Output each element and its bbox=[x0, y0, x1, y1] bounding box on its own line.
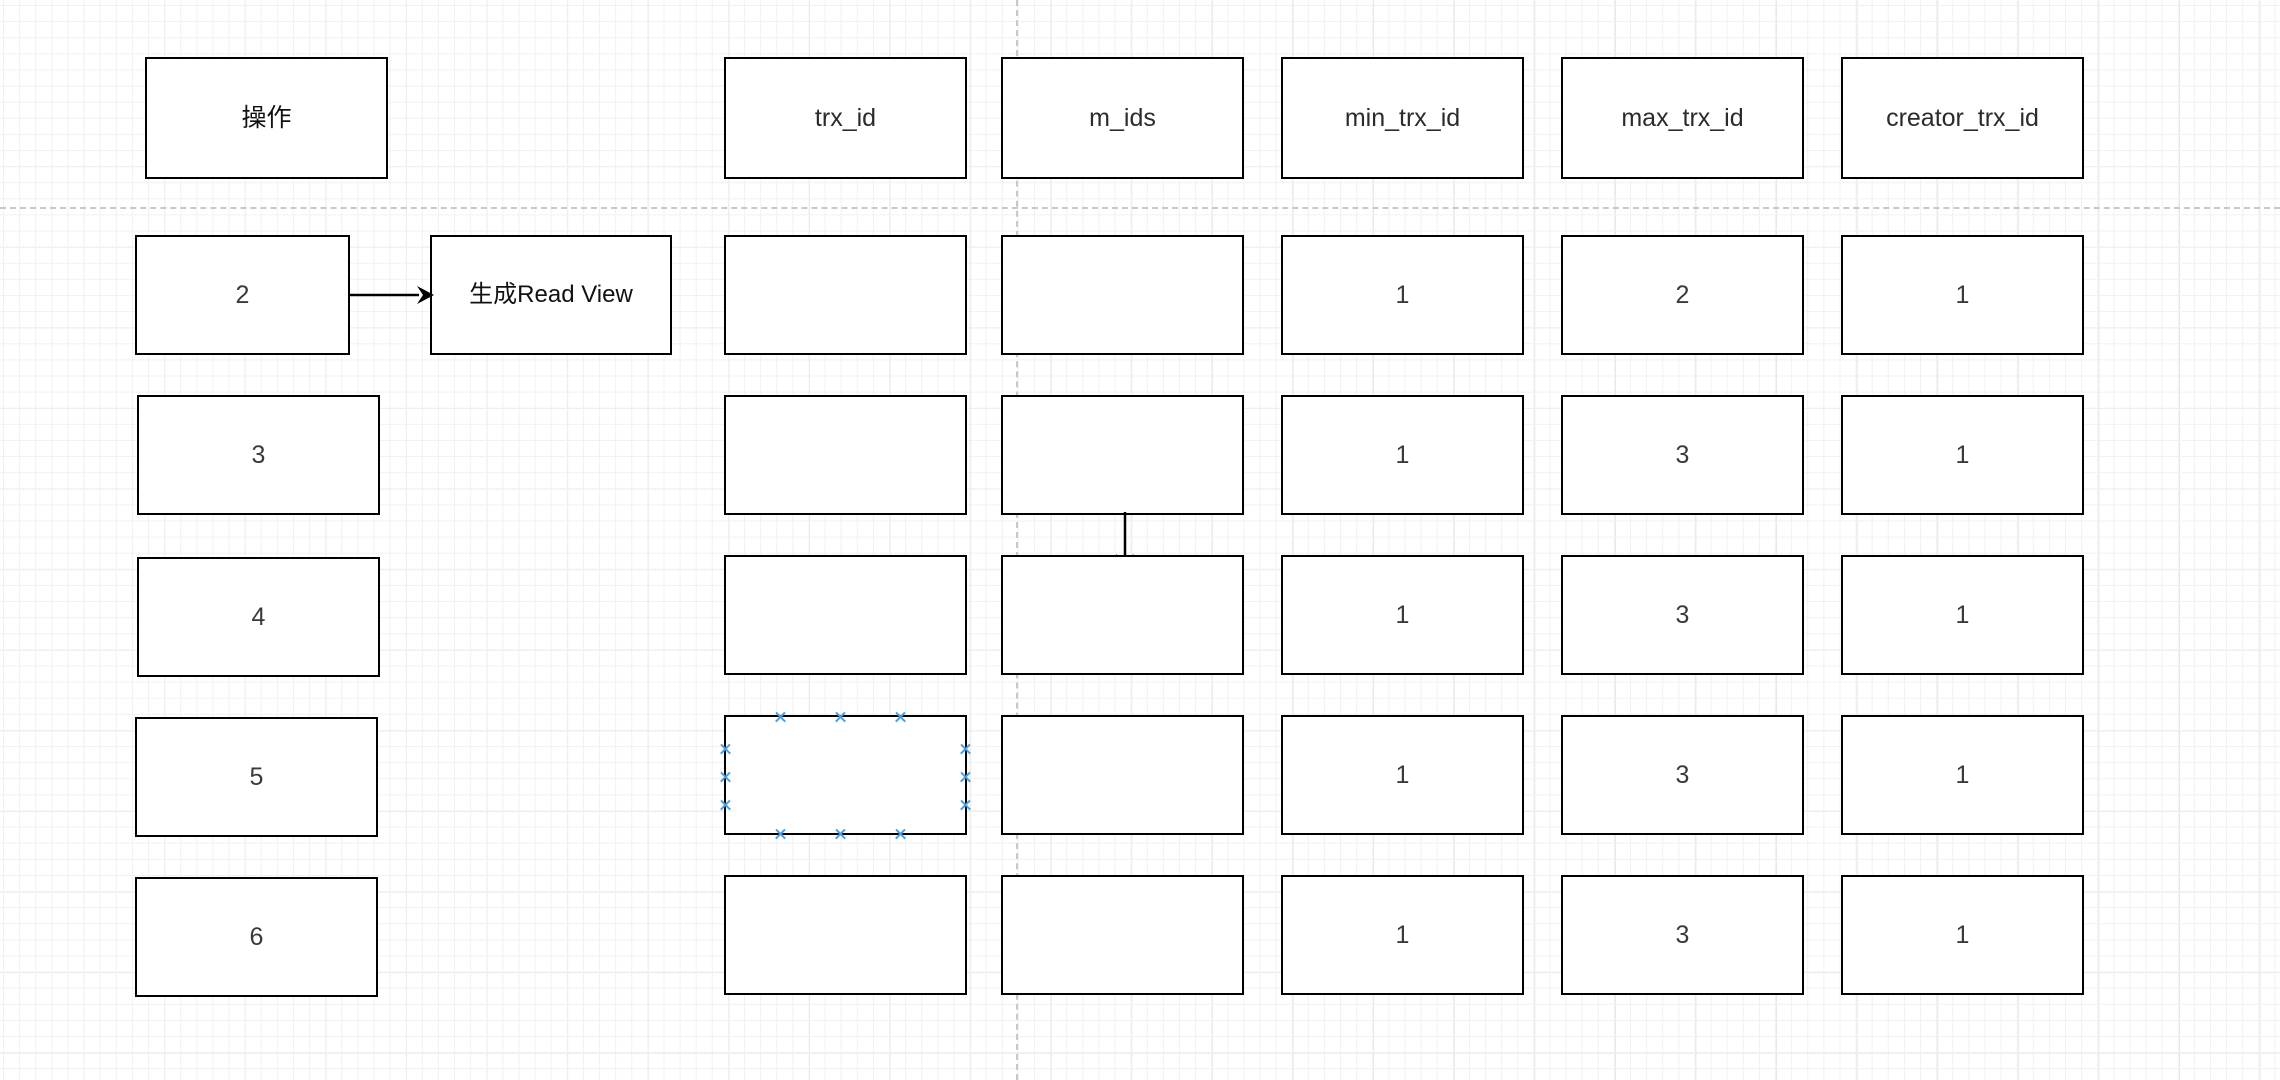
connection-point-top-right[interactable] bbox=[894, 710, 907, 723]
header-max-trx-id[interactable]: max_trx_id bbox=[1561, 57, 1804, 179]
trx-id-cell-row3[interactable] bbox=[724, 555, 967, 675]
connection-point-left-top[interactable] bbox=[719, 742, 732, 755]
trx-id-cell-row5[interactable] bbox=[724, 875, 967, 995]
creator-trx-id-cell-row4[interactable]: 1 bbox=[1841, 715, 2084, 835]
min-trx-id-cell-row3[interactable]: 1 bbox=[1281, 555, 1524, 675]
step-cell-row1[interactable]: 2 bbox=[135, 235, 350, 355]
connection-point-right-top[interactable] bbox=[959, 742, 972, 755]
creator-trx-id-cell-row5[interactable]: 1 bbox=[1841, 875, 2084, 995]
connection-point-top-center[interactable] bbox=[834, 710, 847, 723]
connection-point-right-bottom[interactable] bbox=[959, 798, 972, 811]
trx-id-cell-row2[interactable] bbox=[724, 395, 967, 515]
connection-point-bottom-left[interactable] bbox=[774, 827, 787, 840]
note-read-view-row1[interactable]: 生成Read View bbox=[430, 235, 672, 355]
step-cell-row3[interactable]: 4 bbox=[137, 557, 380, 677]
max-trx-id-cell-row2[interactable]: 3 bbox=[1561, 395, 1804, 515]
connection-point-bottom-center[interactable] bbox=[834, 827, 847, 840]
connection-point-right-middle[interactable] bbox=[959, 770, 972, 783]
max-trx-id-cell-row4[interactable]: 3 bbox=[1561, 715, 1804, 835]
min-trx-id-cell-row1[interactable]: 1 bbox=[1281, 235, 1524, 355]
step-cell-row2[interactable]: 3 bbox=[137, 395, 380, 515]
connection-point-left-bottom[interactable] bbox=[719, 798, 732, 811]
header-trx-id[interactable]: trx_id bbox=[724, 57, 967, 179]
header-m-ids[interactable]: m_ids bbox=[1001, 57, 1244, 179]
page-break-horizontal bbox=[0, 207, 2280, 209]
min-trx-id-cell-row2[interactable]: 1 bbox=[1281, 395, 1524, 515]
trx-id-cell-row1[interactable] bbox=[724, 235, 967, 355]
step-cell-row4[interactable]: 5 bbox=[135, 717, 378, 837]
creator-trx-id-cell-row3[interactable]: 1 bbox=[1841, 555, 2084, 675]
trx-id-cell-row4[interactable] bbox=[724, 715, 967, 835]
max-trx-id-cell-row3[interactable]: 3 bbox=[1561, 555, 1804, 675]
creator-trx-id-cell-row1[interactable]: 1 bbox=[1841, 235, 2084, 355]
header-min-trx-id[interactable]: min_trx_id bbox=[1281, 57, 1524, 179]
m-ids-cell-row2[interactable] bbox=[1001, 395, 1244, 515]
page-break-vertical bbox=[1016, 0, 1018, 1080]
m-ids-cell-row1[interactable] bbox=[1001, 235, 1244, 355]
m-ids-cell-row5[interactable] bbox=[1001, 875, 1244, 995]
header-creator-trx-id[interactable]: creator_trx_id bbox=[1841, 57, 2084, 179]
m-ids-cell-row4[interactable] bbox=[1001, 715, 1244, 835]
header-operation[interactable]: 操作 bbox=[145, 57, 388, 179]
m-ids-cell-row3[interactable] bbox=[1001, 555, 1244, 675]
max-trx-id-cell-row5[interactable]: 3 bbox=[1561, 875, 1804, 995]
min-trx-id-cell-row4[interactable]: 1 bbox=[1281, 715, 1524, 835]
creator-trx-id-cell-row2[interactable]: 1 bbox=[1841, 395, 2084, 515]
step-cell-row5[interactable]: 6 bbox=[135, 877, 378, 997]
connection-point-top-left[interactable] bbox=[774, 710, 787, 723]
min-trx-id-cell-row5[interactable]: 1 bbox=[1281, 875, 1524, 995]
connection-point-left-middle[interactable] bbox=[719, 770, 732, 783]
connection-point-bottom-right[interactable] bbox=[894, 827, 907, 840]
max-trx-id-cell-row1[interactable]: 2 bbox=[1561, 235, 1804, 355]
